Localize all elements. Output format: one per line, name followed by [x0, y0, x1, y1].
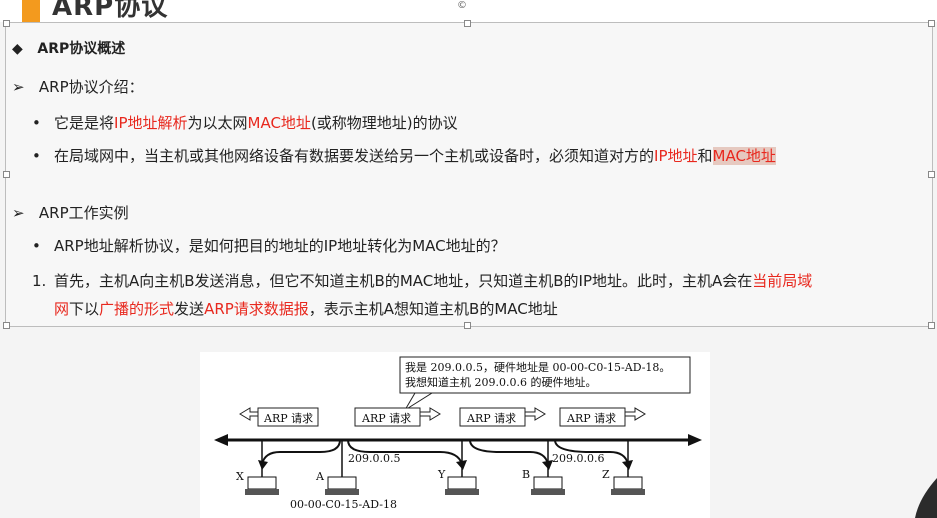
red-text-span: ARP请求数据报 — [204, 300, 309, 318]
dot-bullet-icon: • — [32, 114, 41, 132]
arp-diagram-svg: 我是 209.0.0.5，硬件地址是 00-00-C0-15-AD-18。 我想… — [214, 356, 702, 511]
text-span: 发送 — [174, 300, 205, 318]
arp-request-label-2: ARP 请求 — [361, 412, 411, 425]
step-1-line-2: 网下以广播的形式发送ARP请求数据报，表示主机A想知道主机B的MAC地址 — [54, 298, 558, 319]
speech-bubble-tail — [404, 392, 434, 411]
arp-request-right-2: ARP 请求 — [559, 407, 646, 427]
text-span: 它是是将 — [54, 114, 115, 132]
resize-handle[interactable] — [464, 322, 471, 329]
bullet-arp-definition: • 它是是将IP地址解析为以太网MAC地址(或称物理地址)的协议 — [32, 112, 458, 133]
host-b-label: B — [522, 468, 530, 481]
resize-handle[interactable] — [928, 20, 935, 27]
arp-broadcast-diagram: 我是 209.0.0.5，硬件地址是 00-00-C0-15-AD-18。 我想… — [200, 352, 710, 518]
red-text-span: 广播的形式 — [99, 300, 175, 318]
arrow-bullet-icon: ➢ — [12, 204, 25, 222]
step-1-line-1: 1. 首先，主机A向主机B发送消息，但它不知道主机B的MAC地址，只知道主机B的I… — [32, 270, 812, 291]
text-span: 下以 — [69, 300, 100, 318]
host-x: X — [236, 440, 279, 495]
bubble-line-1: 我是 209.0.0.5，硬件地址是 00-00-C0-15-AD-18。 — [405, 360, 670, 374]
red-text-span: MAC地址 — [247, 114, 311, 132]
text-span: (或称物理地址)的协议 — [310, 114, 458, 132]
arrow-bullet-icon: ➢ — [12, 78, 25, 96]
section-intro: ➢ ARP协议介绍： — [12, 76, 144, 97]
arp-request-label-3: ARP 请求 — [466, 412, 516, 425]
resize-handle[interactable] — [464, 20, 471, 27]
text-span: ，表示主机A想知道主机B的MAC地址 — [308, 300, 558, 318]
host-b-ip: 209.0.0.6 — [552, 452, 604, 465]
decorative-corner-icon — [915, 478, 937, 518]
arp-request-right-1: ARP 请求 — [459, 407, 546, 427]
slide-title: ARP协议 — [52, 0, 169, 22]
host-a-mac: 00-00-C0-15-AD-18 — [290, 498, 397, 511]
red-text-span: IP地址 — [654, 147, 698, 165]
title-bar: ARP协议 — [0, 0, 937, 22]
title-accent-bar — [22, 0, 40, 22]
red-text-span: IP地址解析 — [114, 114, 188, 132]
dot-bullet-icon: • — [32, 237, 41, 255]
speech-bubble — [399, 356, 691, 394]
host-y-label: Y — [437, 468, 446, 481]
host-x-label: X — [236, 470, 244, 483]
overview-heading-text: ARP协议概述 — [37, 41, 126, 57]
resize-handle[interactable] — [3, 171, 10, 178]
content-textbox[interactable] — [3, 20, 935, 329]
resize-handle[interactable] — [928, 171, 935, 178]
overview-heading: ◆ ARP协议概述 — [12, 38, 125, 58]
arp-request-left: ARP 请求 — [239, 407, 319, 427]
host-a: A 209.0.0.5 00-00-C0-15-AD-18 — [290, 440, 400, 511]
bullet-lan-requirement: • 在局域网中，当主机或其他网络设备有数据要发送给另一个主机或设备时，必须知道对方… — [32, 145, 776, 166]
section-intro-title: ARP协议介绍： — [38, 78, 144, 96]
red-text-span: 网 — [54, 300, 70, 318]
host-y: Y — [437, 440, 479, 495]
host-z: Z — [602, 440, 645, 495]
text-span: 为以太网 — [187, 114, 248, 132]
host-a-label: A — [315, 470, 325, 483]
diamond-bullet-icon: ◆ — [12, 41, 23, 57]
arp-request-label-4: ARP 请求 — [566, 412, 616, 425]
resize-handle[interactable] — [3, 322, 10, 329]
text-span: 在局域网中，当主机或其他网络设备有数据要发送给另一个主机或设备时，必须知道对方的 — [54, 147, 655, 165]
rotate-handle-icon[interactable]: © — [457, 0, 467, 11]
bullet-question: • ARP地址解析协议，是如何把目的地址的IP地址转化为MAC地址的？ — [32, 235, 506, 256]
resize-handle[interactable] — [3, 20, 10, 27]
highlighted-red-text-span: MAC地址 — [712, 147, 776, 165]
text-span: ARP地址解析协议，是如何把目的地址的IP地址转化为MAC地址的？ — [54, 237, 506, 255]
host-b: B 209.0.0.6 — [522, 440, 604, 495]
host-a-ip: 209.0.0.5 — [348, 452, 400, 465]
arp-request-label-1: ARP 请求 — [263, 412, 313, 425]
bubble-line-2: 我想知道主机 209.0.0.6 的硬件地址。 — [405, 375, 596, 389]
text-span: 首先，主机A向主机B发送消息，但它不知道主机B的MAC地址，只知道主机B的IP地… — [54, 272, 753, 290]
host-z-label: Z — [602, 468, 610, 481]
text-span: 和 — [697, 147, 713, 165]
section-example: ➢ ARP工作实例 — [12, 202, 129, 223]
dot-bullet-icon: • — [32, 147, 41, 165]
red-text-span: 当前局域 — [752, 272, 813, 290]
arp-request-center: ARP 请求 — [354, 407, 441, 427]
step-number: 1. — [32, 272, 47, 290]
resize-handle[interactable] — [928, 322, 935, 329]
section-example-title: ARP工作实例 — [38, 204, 129, 222]
